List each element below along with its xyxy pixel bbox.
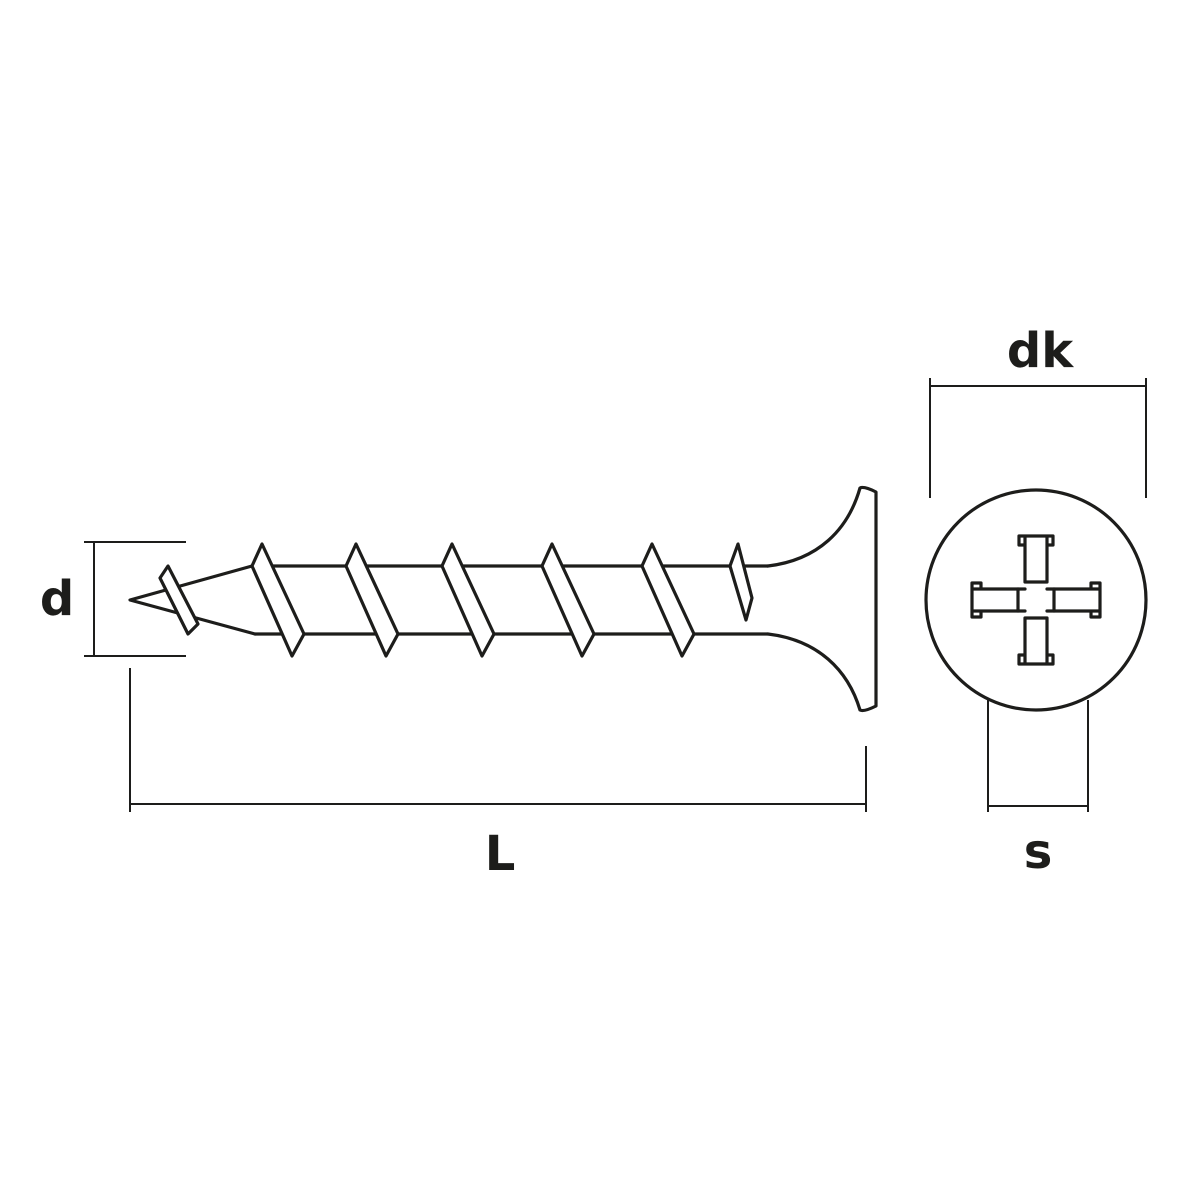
thread-crest: [440, 542, 496, 658]
head-outline-circle: [924, 488, 1148, 712]
thread-crest: [640, 542, 696, 658]
screw-threads: [158, 542, 754, 658]
thread-crest: [158, 564, 200, 636]
dimension-s: s: [987, 700, 1089, 880]
screw-side-view: [128, 485, 878, 713]
recess-arm-top: [1017, 534, 1055, 584]
dimension-length: L: [129, 668, 867, 882]
screw-tip: [128, 564, 257, 636]
dimension-d-label: d: [40, 571, 74, 627]
thread-crest: [250, 542, 306, 658]
thread-crest: [344, 542, 400, 658]
dimension-d: d: [40, 541, 186, 657]
dimension-s-label: s: [1024, 824, 1053, 880]
recess-arm-left: [970, 581, 1020, 619]
cross-recess: [970, 534, 1102, 666]
screw-head: [766, 485, 878, 713]
dimension-dk: dk: [929, 323, 1147, 498]
thread-crest: [540, 542, 596, 658]
thread-crest: [728, 542, 754, 622]
recess-center: [1016, 587, 1056, 613]
dimension-s-lines: [987, 700, 1089, 812]
recess-arm-bottom: [1017, 616, 1055, 666]
dimension-length-lines: [129, 668, 867, 812]
dimension-length-label: L: [485, 826, 516, 882]
dimension-dk-lines: [929, 378, 1147, 498]
dimension-dk-label: dk: [1007, 323, 1074, 379]
screw-head-top-view: [924, 488, 1148, 712]
dimension-d-lines: [84, 541, 186, 657]
recess-arm-right: [1052, 581, 1102, 619]
